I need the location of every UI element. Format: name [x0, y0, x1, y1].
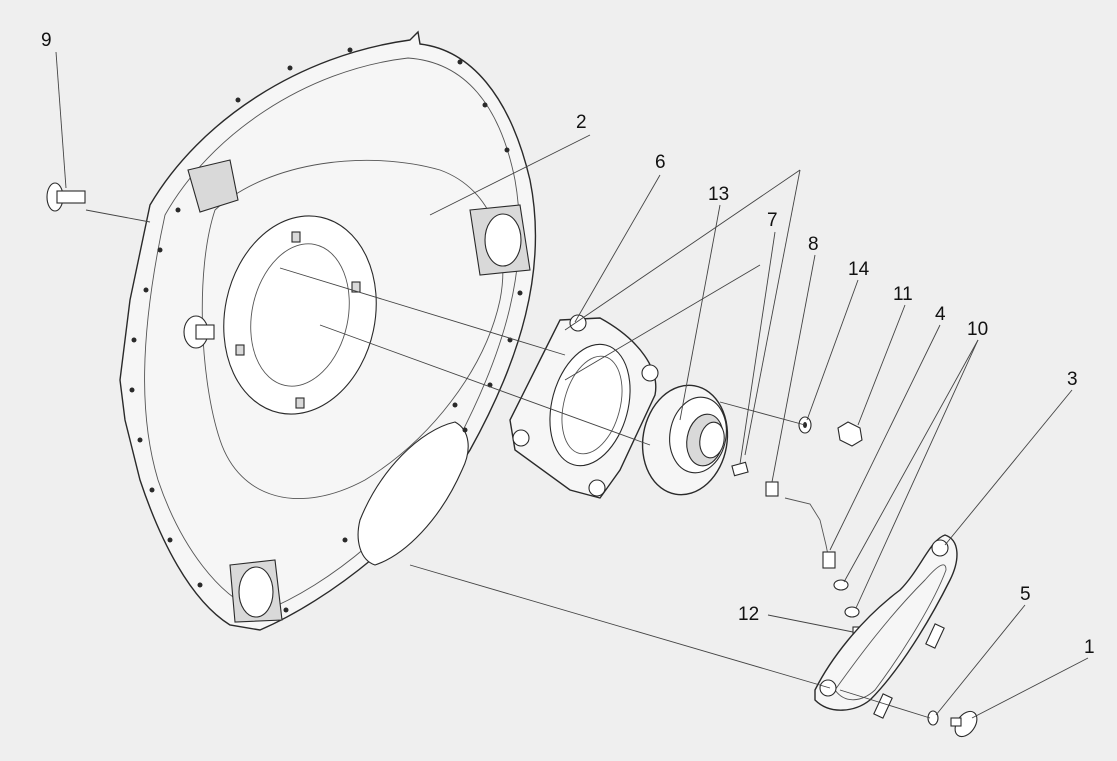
callout-10: 10 [967, 319, 988, 340]
flange-housing-part [509, 314, 659, 499]
callout-3: 3 [1067, 369, 1078, 390]
hose-fitting-part [731, 461, 749, 477]
small-washer-part [927, 710, 939, 726]
callout-13: 13 [708, 184, 729, 205]
release-bearing-part [641, 384, 729, 496]
bolt-part [46, 182, 86, 212]
bolt-small-part [950, 710, 978, 738]
callout-2: 2 [576, 112, 587, 133]
callout-7: 7 [767, 210, 778, 231]
cover-plate-part [119, 30, 537, 631]
curved-bracket-part [814, 534, 958, 719]
callout-4: 4 [935, 304, 946, 325]
leader-lines [55, 51, 1089, 719]
washers-part [833, 579, 860, 618]
callout-11: 11 [893, 284, 913, 305]
callout-14: 14 [848, 259, 870, 280]
callout-12: 12 [738, 604, 759, 625]
callout-9: 9 [41, 30, 52, 51]
callout-6: 6 [655, 152, 666, 173]
nut-part [837, 421, 863, 447]
tube-part [784, 497, 836, 569]
callout-8: 8 [808, 234, 819, 255]
callouts: 9 2 6 13 7 8 14 11 4 10 3 5 12 1 [41, 30, 1095, 658]
sleeve-part [765, 481, 779, 497]
callout-5: 5 [1020, 584, 1031, 605]
callout-1: 1 [1084, 637, 1095, 658]
